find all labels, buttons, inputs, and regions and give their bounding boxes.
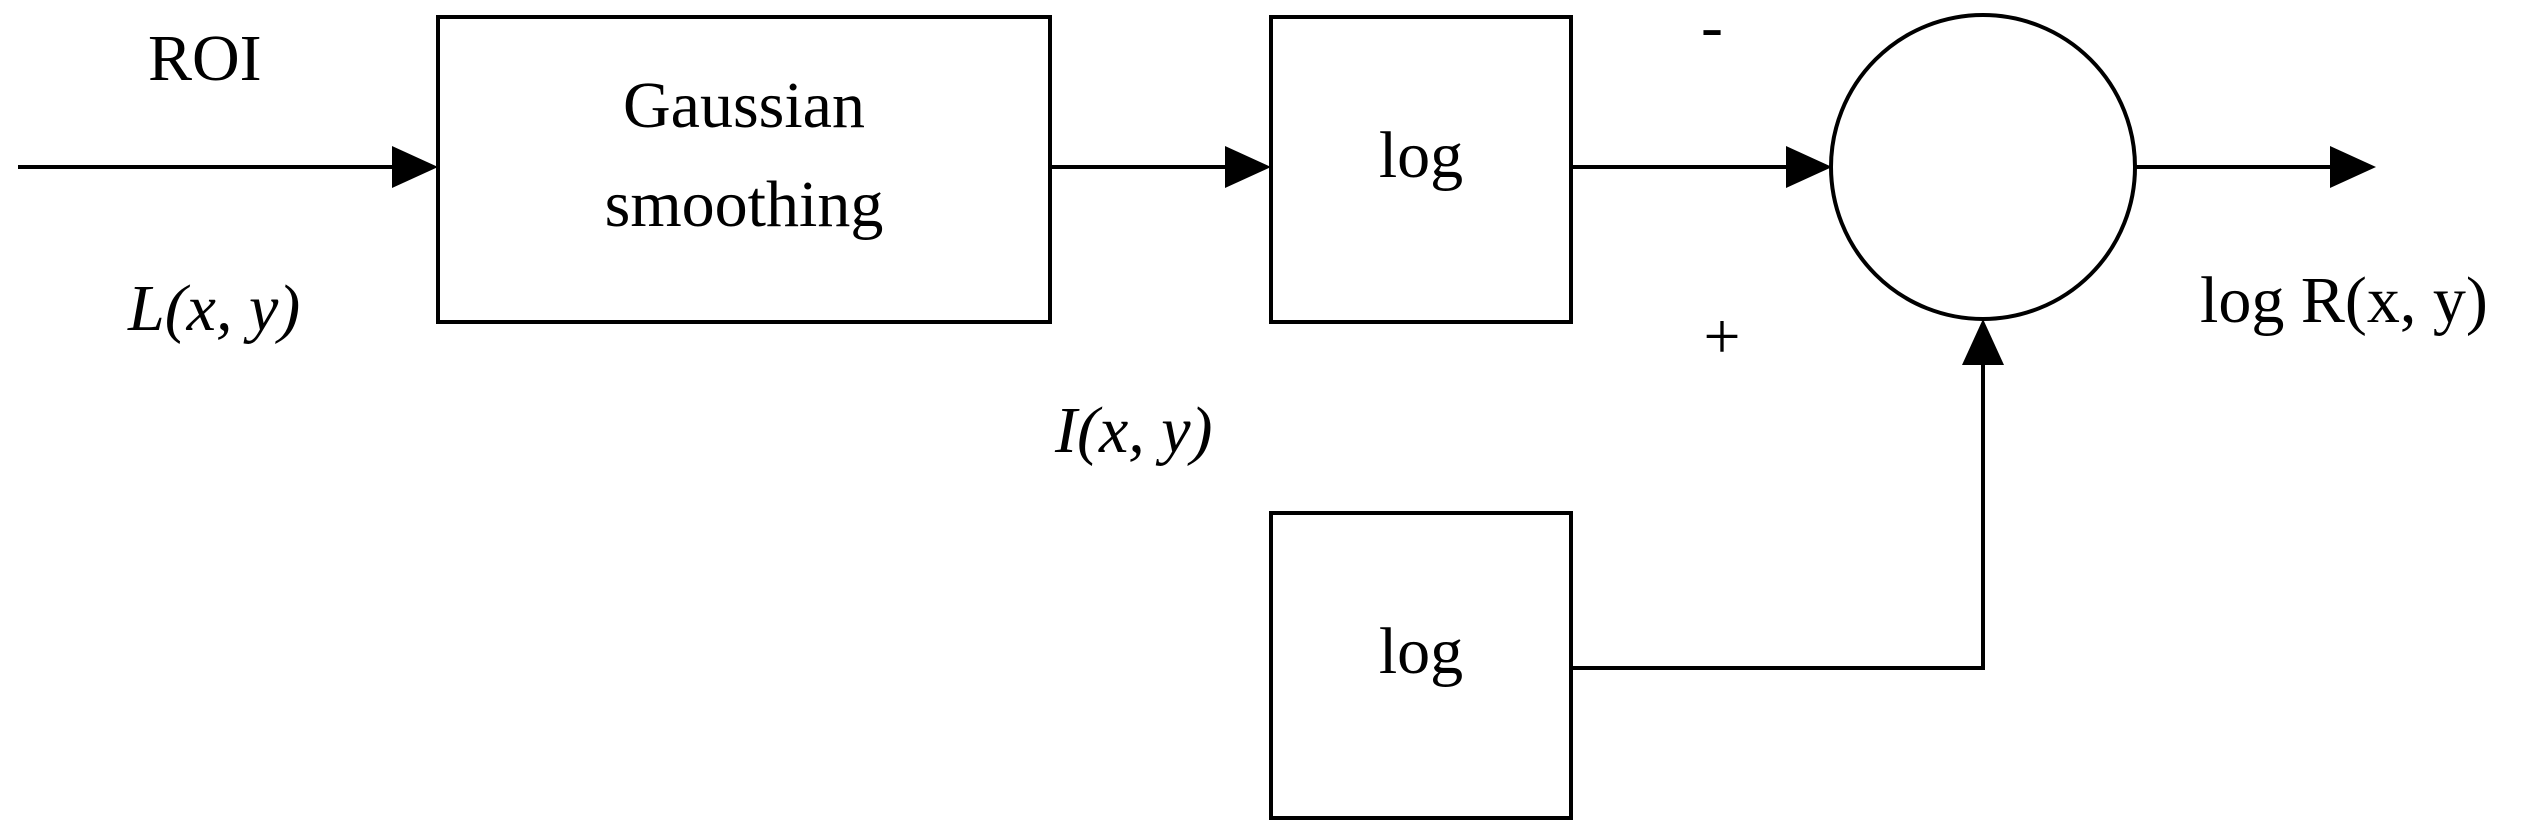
input-signal-label: L(x, y) — [127, 272, 300, 345]
log-block-top-label: log — [1379, 119, 1463, 192]
smoothed-signal-label: I(x, y) — [1054, 394, 1213, 467]
input-arrow — [18, 146, 438, 188]
roi-label: ROI — [148, 22, 262, 95]
gaussian-smoothing-block: Gaussian smoothing — [436, 15, 1052, 324]
output-label: log R(x, y) — [2200, 264, 2488, 337]
log-block-bottom: log — [1269, 511, 1573, 820]
smoothed-arrow — [1050, 146, 1271, 188]
log-block-bottom-label: log — [1379, 615, 1463, 688]
gaussian-block-line1: Gaussian — [623, 69, 865, 142]
log-to-junction-arrow — [1571, 146, 1832, 188]
plus-sign: + — [1703, 300, 1740, 373]
log-block-top: log — [1269, 15, 1573, 324]
output-arrow — [2135, 146, 2376, 188]
minus-sign: - — [1701, 0, 1723, 63]
summing-junction-circle — [1829, 13, 2137, 321]
bottom-log-to-junction-arrow — [1571, 319, 2004, 670]
gaussian-block-line2: smoothing — [605, 168, 884, 241]
